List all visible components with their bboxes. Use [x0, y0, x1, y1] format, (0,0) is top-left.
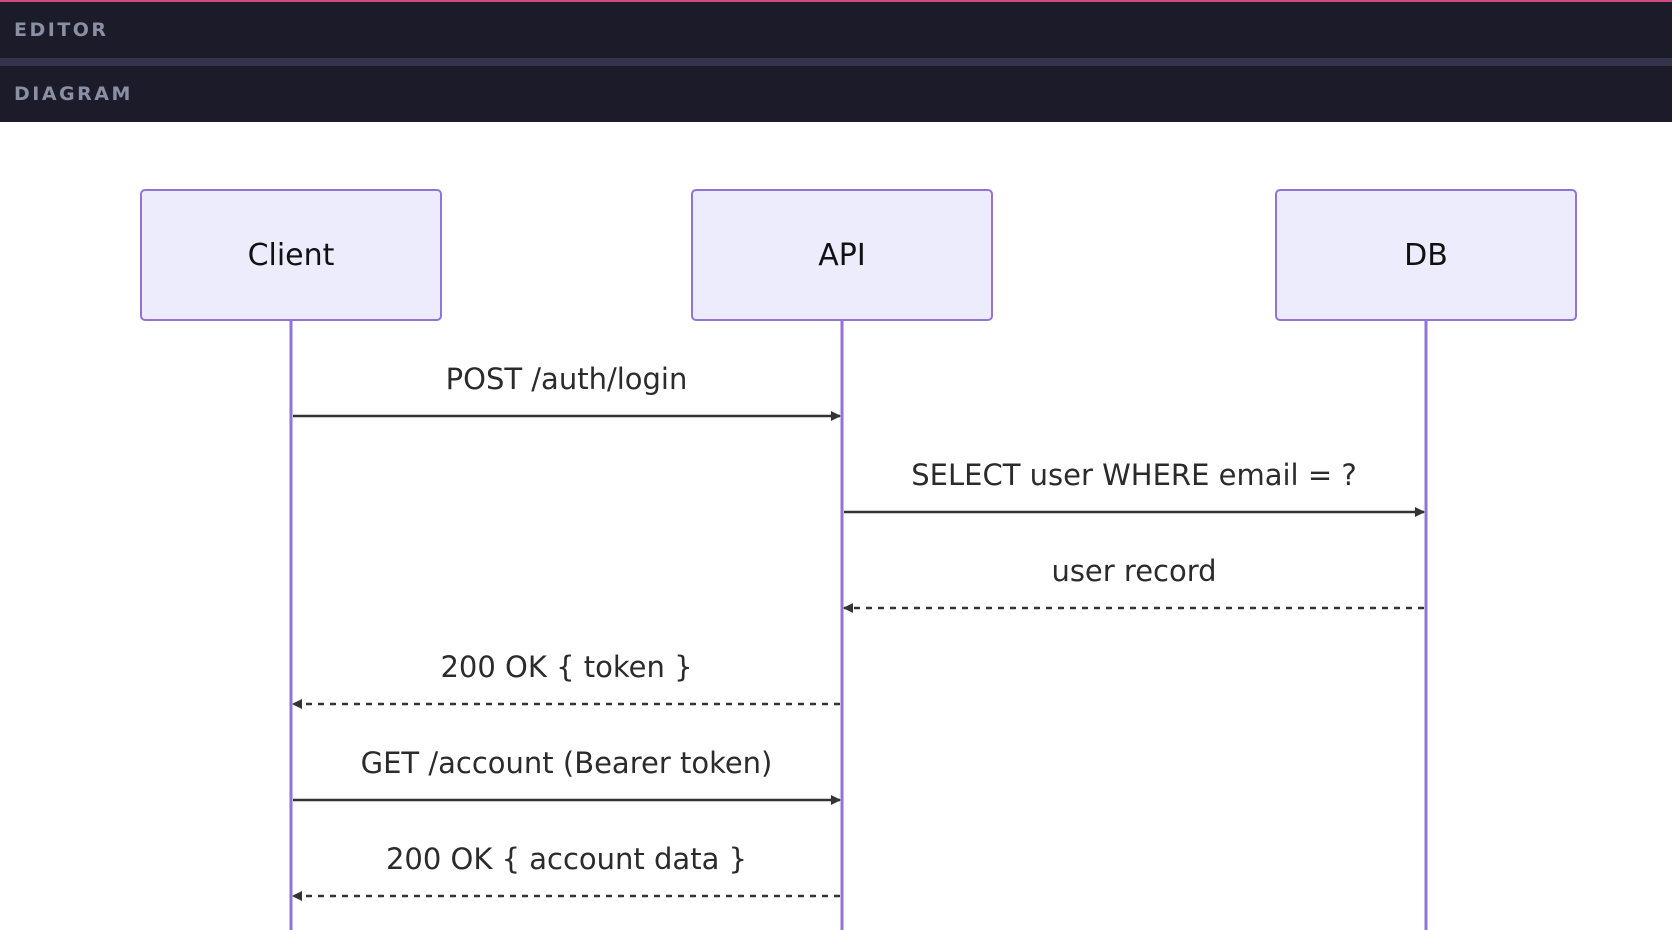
- actor-label-api: API: [818, 238, 865, 273]
- message-2[interactable]: SELECT user WHERE email = ?: [844, 458, 1425, 517]
- actor-box-db[interactable]: [1275, 189, 1577, 321]
- editor-panel-header[interactable]: EDITOR: [0, 2, 1672, 58]
- message-label-5: GET /account (Bearer token): [361, 746, 773, 780]
- panel-divider[interactable]: [0, 58, 1672, 66]
- message-label-2: SELECT user WHERE email = ?: [911, 458, 1356, 492]
- actor-label-client: Client: [248, 238, 335, 273]
- message-6[interactable]: 200 OK { account data }: [292, 842, 840, 901]
- diagram-panel-title: DIAGRAM: [14, 83, 133, 105]
- window-accent-bar: [0, 0, 1672, 2]
- actor-box-api[interactable]: [691, 189, 993, 321]
- message-3[interactable]: user record: [843, 554, 1424, 613]
- message-label-1: POST /auth/login: [446, 362, 688, 396]
- editor-panel-title: EDITOR: [14, 19, 109, 41]
- diagram-panel-header[interactable]: DIAGRAM: [0, 66, 1672, 122]
- message-label-6: 200 OK { account data }: [386, 842, 747, 876]
- actor-api[interactable]: API: [691, 189, 993, 321]
- message-1[interactable]: POST /auth/login: [293, 362, 841, 421]
- actor-box-client[interactable]: [140, 189, 442, 321]
- actor-db[interactable]: DB: [1275, 189, 1577, 321]
- actor-label-db: DB: [1404, 238, 1448, 273]
- actor-client[interactable]: Client: [140, 189, 442, 321]
- message-5[interactable]: GET /account (Bearer token): [293, 746, 841, 805]
- message-label-4: 200 OK { token }: [440, 650, 692, 684]
- message-4[interactable]: 200 OK { token }: [292, 650, 840, 709]
- message-label-3: user record: [1051, 554, 1216, 588]
